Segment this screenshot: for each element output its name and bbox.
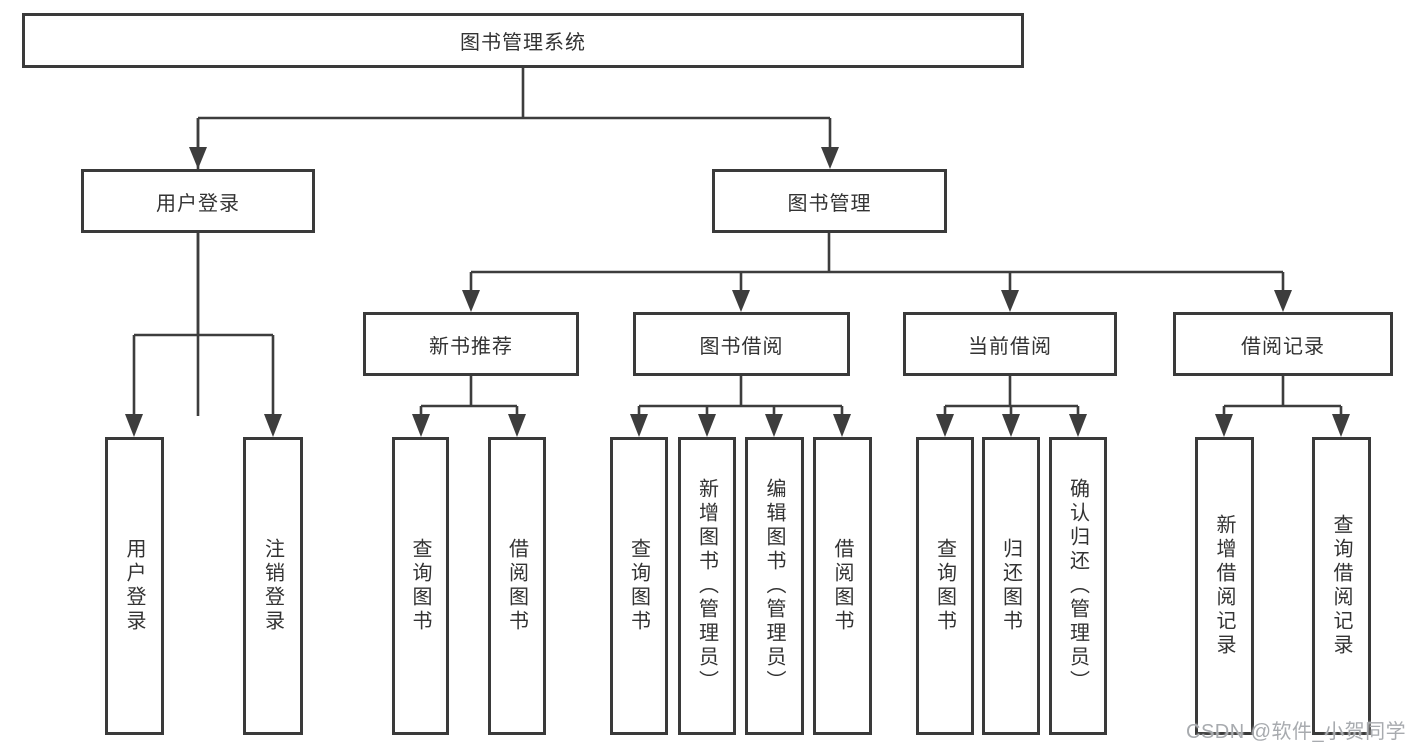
leaf-borrow-query-book-label: 查询图书: [627, 538, 650, 634]
leaf-recommend-query-book: 查询图书: [392, 437, 449, 735]
leaf-logout: 注销登录: [243, 437, 303, 735]
leaf-borrow-query-book: 查询图书: [610, 437, 668, 735]
leaf-recommend-query-book-label: 查询图书: [409, 538, 431, 634]
node-new-book-recommend: 新书推荐: [363, 312, 579, 376]
leaf-user-login-label: 用户登录: [123, 538, 145, 634]
node-root-label: 图书管理系统: [460, 32, 586, 54]
leaf-edit-book-admin: 编辑图书（管理员）: [745, 437, 804, 735]
node-borrow-record-label: 借阅记录: [1241, 335, 1325, 358]
node-book-management-label: 图书管理: [787, 192, 872, 215]
leaf-return-book-label: 归还图书: [999, 538, 1022, 634]
leaf-recommend-borrow-book-label: 借阅图书: [505, 538, 528, 634]
arrowheads: [125, 147, 1350, 437]
node-borrow-record: 借阅记录: [1173, 312, 1393, 376]
node-root-system: 图书管理系统: [22, 13, 1024, 68]
node-book-borrow: 图书借阅: [633, 312, 850, 376]
node-new-book-recommend-label: 新书推荐: [429, 335, 513, 358]
leaf-add-book-admin: 新增图书（管理员）: [678, 437, 736, 735]
leaf-recommend-borrow-book: 借阅图书: [488, 437, 546, 735]
leaf-confirm-return-admin: 确认归还（管理员）: [1049, 437, 1107, 735]
leaf-edit-book-admin-label: 编辑图书（管理员）: [763, 478, 785, 694]
leaf-add-book-admin-label: 新增图书（管理员）: [695, 478, 718, 694]
leaf-borrow-book: 借阅图书: [813, 437, 872, 735]
leaf-add-borrow-record: 新增借阅记录: [1195, 437, 1254, 735]
node-user-login-label: 用户登录: [156, 192, 240, 215]
leaf-logout-label: 注销登录: [261, 538, 284, 634]
leaf-query-borrow-record-label: 查询借阅记录: [1330, 514, 1352, 658]
node-user-login: 用户登录: [81, 169, 315, 233]
leaf-user-login: 用户登录: [105, 437, 164, 735]
node-current-borrow: 当前借阅: [903, 312, 1117, 376]
csdn-watermark: CSDN @软件_小贺同学: [1186, 721, 1405, 743]
node-book-management: 图书管理: [712, 169, 947, 233]
connector-strokes: [132, 68, 1343, 418]
leaf-query-borrow-record: 查询借阅记录: [1312, 437, 1371, 735]
node-current-borrow-label: 当前借阅: [968, 335, 1052, 358]
leaf-add-borrow-record-label: 新增借阅记录: [1213, 514, 1235, 658]
leaf-current-query-book: 查询图书: [916, 437, 974, 735]
leaf-borrow-book-label: 借阅图书: [831, 538, 853, 634]
leaf-confirm-return-admin-label: 确认归还（管理员）: [1066, 478, 1089, 694]
node-book-borrow-label: 图书借阅: [699, 335, 784, 358]
leaf-current-query-book-label: 查询图书: [933, 538, 956, 634]
leaf-return-book: 归还图书: [982, 437, 1040, 735]
